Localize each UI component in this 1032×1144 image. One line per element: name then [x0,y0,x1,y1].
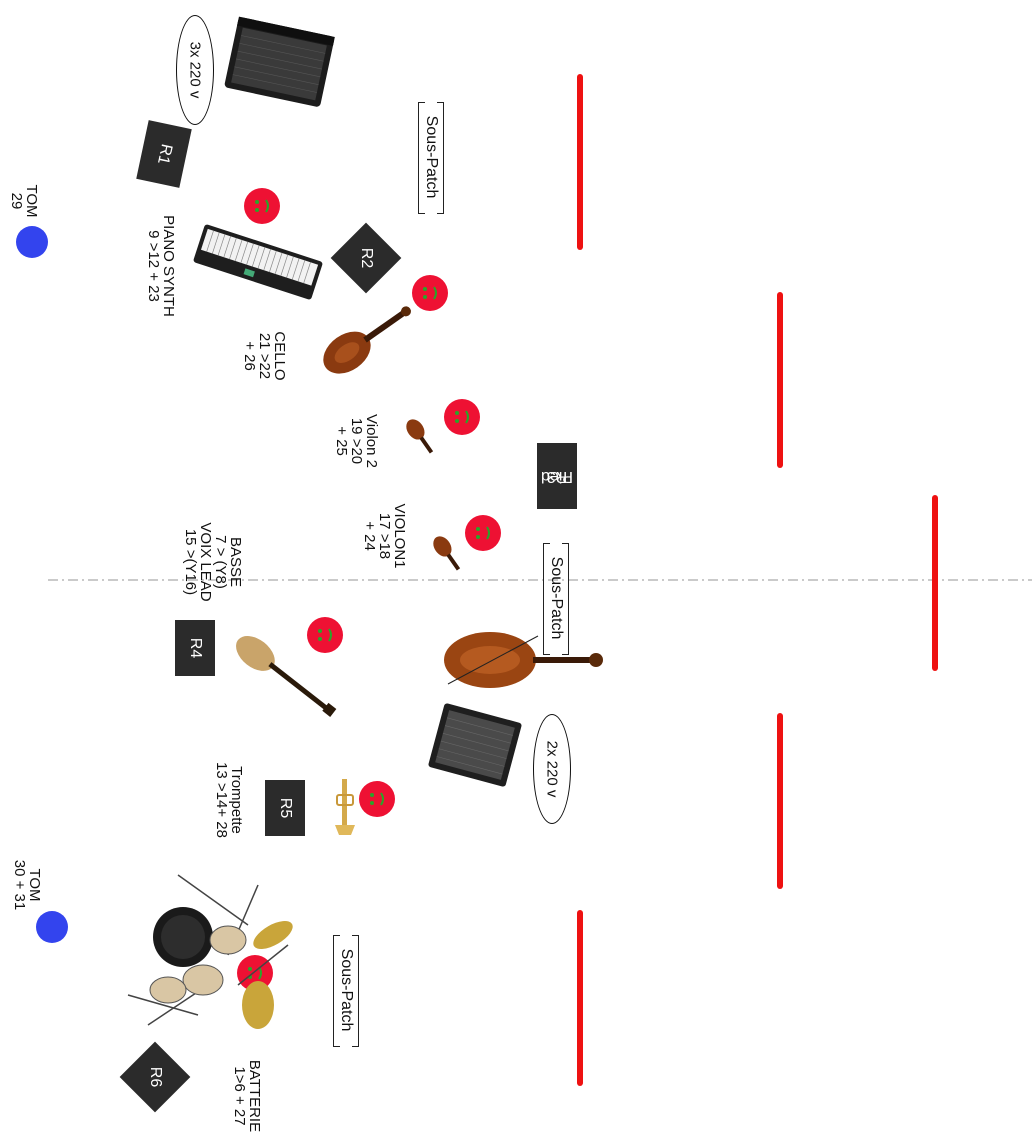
sous-patch-bottom: Sous-Patch [331,935,361,1045]
stage-center-line [0,575,1032,585]
riser-r2: R2 [331,223,402,294]
violin-large-icon [305,300,425,380]
riser-r6: R6 [120,1042,191,1113]
keyboard-icon [188,222,328,302]
monitor-bar-center [932,495,938,671]
sous-patch-top: Sous-Patch [416,102,446,212]
musician-violon2-icon [444,399,480,435]
musician-violon1-icon [465,515,501,551]
musician-piano-icon [244,188,280,224]
monitor-bar-bottom-mid [777,713,783,889]
riser-r1: R1 [136,120,192,188]
power-outlet-top: 3x 220 v [176,15,214,125]
monitor-bar-top-front [577,74,583,250]
monitor-bar-top-mid [777,292,783,468]
riser-r4: R4 [175,620,215,676]
violin-2-icon [398,410,442,462]
trumpet-icon [325,775,365,839]
bass-guitar-icon [218,625,348,725]
violin-1-icon [425,527,469,579]
riser-r5: R5 [265,780,305,836]
cello-icon [438,622,608,697]
guitar-amp-icon [218,14,340,114]
power-outlet-middle: 2x 220 v [533,714,571,824]
bass-amp-icon [425,702,525,788]
monitor-bar-bottom-front [577,910,583,1086]
drum-kit-icon [108,865,308,1040]
